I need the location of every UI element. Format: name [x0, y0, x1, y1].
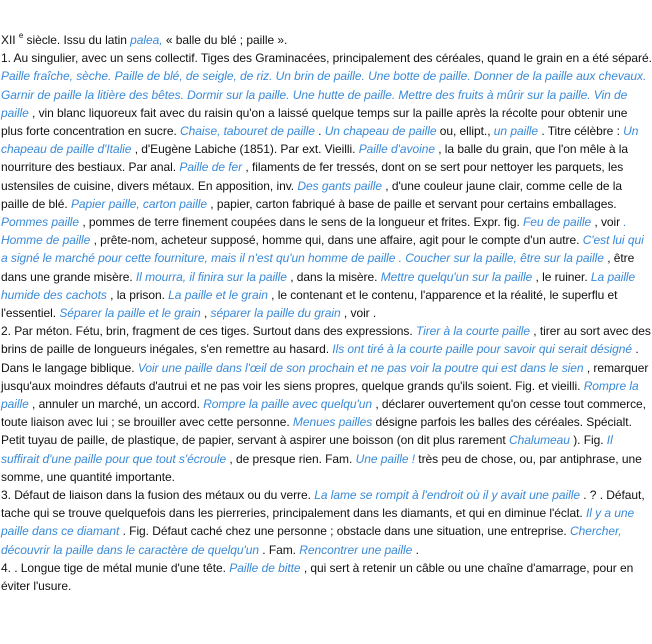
example-link[interactable]: Feu de paille: [523, 215, 592, 230]
definition-text: XII: [1, 33, 19, 47]
example-link[interactable]: Tirer à la courte paille: [415, 324, 531, 339]
definition-text: , déclarer ouvertement qu'on cesse tout …: [1, 397, 646, 430]
definition-text: 2. Par méton. Fétu, brin, fragment de ce…: [1, 324, 416, 339]
definition-text: , papier, carton fabriqué à base de pail…: [206, 196, 617, 211]
example-link[interactable]: séparer la paille du grain: [210, 306, 341, 321]
example-link[interactable]: Un chapeau de paille d'Italie: [1, 124, 639, 157]
example-link[interactable]: Il suffirait d'une paille pour que tout …: [1, 433, 613, 466]
definition-text: , prête-nom, acheteur supposé, homme qui…: [90, 233, 583, 248]
definition-text: , le ruiner.: [532, 269, 591, 284]
paragraph-sense-3: 3. Défaut de liaison dans la fusion des …: [1, 486, 652, 559]
definition-text: , de presque rien. Fam.: [226, 451, 356, 466]
definition-text: , le contenant et le contenu, l'apparenc…: [1, 287, 618, 321]
example-link[interactable]: Paille fraîche, sèche. Paille de blé, de…: [1, 69, 647, 120]
superscript: e: [18, 31, 24, 40]
definition-text: , tirer au sort avec des brins de paille…: [1, 324, 651, 357]
definition-text: , dans la misère.: [286, 269, 381, 284]
example-link[interactable]: Des gants paille: [297, 178, 382, 193]
definition-text: . Fig. Défaut caché chez une personne ; …: [119, 524, 570, 539]
example-link[interactable]: Pommes paille: [1, 215, 80, 230]
definition-text: siècle. Issu du latin: [23, 33, 131, 47]
example-link[interactable]: Rompre la paille avec quelqu'un: [203, 397, 373, 412]
example-link[interactable]: Une paille !: [355, 451, 416, 466]
definition-text: , remarquer jusqu'aux moindres défauts d…: [1, 360, 649, 393]
definition-text: , pommes de terre finement coupées dans …: [79, 215, 524, 230]
definition-text: « balle du blé ; paille ».: [162, 33, 288, 47]
paragraph-sense-4: 4. . Longue tige de métal munie d'une tê…: [1, 559, 652, 595]
definition-text: , annuler un marché, un accord.: [28, 397, 204, 412]
example-link[interactable]: La paille humide des cachots: [1, 269, 636, 302]
definition-text: . Fam.: [258, 542, 300, 557]
example-link[interactable]: Rompre la paille: [1, 378, 639, 412]
paragraph-sense-2: 2. Par méton. Fétu, brin, fragment de ce…: [1, 322, 652, 486]
definition-text: . ? . Défaut, tache qui se trouve quelqu…: [1, 488, 645, 521]
definition-text: . Titre célèbre :: [538, 124, 624, 139]
example-link[interactable]: Chercher, découvrir la paille dans le ca…: [1, 524, 622, 557]
definition-text: , qui sert à retenir un câble ou une cha…: [1, 560, 634, 594]
definition-text: , d'une couleur jaune clair, comme celle…: [1, 178, 623, 211]
example-link[interactable]: Paille d'avoine: [358, 142, 435, 157]
definition-text: , la balle du grain, que l'on mêle à la …: [1, 142, 629, 175]
example-link[interactable]: Séparer la paille et le grain: [59, 306, 201, 321]
example-link[interactable]: Papier paille, carton paille: [70, 196, 207, 211]
dictionary-entry: XII e siècle. Issu du latin palea, « bal…: [1, 31, 652, 595]
example-link[interactable]: C'est lui qui a signé le marché pour cet…: [1, 233, 644, 266]
example-link[interactable]: Un chapeau de paille: [324, 124, 437, 139]
example-link[interactable]: Paille de fer: [179, 160, 243, 175]
definition-text: .: [412, 542, 419, 557]
definition-text: 4. . Longue tige de métal munie d'une tê…: [1, 560, 230, 575]
definition-text: ou, ellipt.,: [436, 124, 494, 139]
example-link[interactable]: La lame se rompit à l'endroit où il y av…: [314, 488, 580, 503]
paragraph-sense-1: 1. Au singulier, avec un sens collectif.…: [1, 49, 652, 322]
example-link[interactable]: Il y a une paille dans ce diamant: [1, 506, 635, 539]
definition-text: , d'Eugène Labiche (1851). Par ext. Viei…: [131, 142, 359, 157]
definition-text: , voir: [591, 215, 624, 230]
definition-text: . Dans le langage biblique.: [1, 342, 639, 375]
definition-text: , voir .: [340, 306, 377, 321]
example-link[interactable]: Ils ont tiré à la courte paille pour sav…: [332, 342, 633, 357]
example-link[interactable]: Chalumeau: [508, 433, 570, 448]
example-link[interactable]: Il mourra, il finira sur la paille: [135, 269, 287, 284]
definition-text: , vin blanc liquoreux fait avec du raisi…: [1, 105, 628, 139]
example-link[interactable]: . Homme de paille: [1, 215, 627, 248]
definition-text: désigne parfois les balles des céréales.…: [1, 415, 632, 448]
definition-text: , être dans une grande misère.: [1, 251, 635, 284]
definition-text: très peu de chose, ou, par antiphrase, u…: [1, 451, 642, 484]
definition-text: ). Fig.: [569, 433, 607, 448]
definition-text: 3. Défaut de liaison dans la fusion des …: [1, 488, 315, 503]
example-link[interactable]: Voir une paille dans l'œil de son procha…: [137, 360, 584, 375]
definition-text: , la prison.: [106, 287, 169, 302]
example-link[interactable]: palea,: [130, 33, 163, 47]
definition-text: , filaments de fer tressés, dont on se s…: [1, 160, 624, 193]
definition-text: ,: [200, 306, 211, 321]
example-link[interactable]: Chaise, tabouret de paille: [180, 124, 315, 139]
definition-text: 1. Au singulier, avec un sens collectif.…: [1, 51, 652, 66]
definition-text: .: [314, 124, 325, 139]
example-link[interactable]: . Coucher sur la paille, être sur la pai…: [398, 251, 604, 266]
example-link[interactable]: Paille de bitte: [229, 560, 301, 575]
example-link[interactable]: Menues pailles: [292, 415, 373, 430]
example-link[interactable]: Mettre quelqu'un sur la paille: [380, 269, 533, 284]
example-link[interactable]: Rencontrer une paille: [299, 542, 413, 557]
example-link[interactable]: un paille: [493, 124, 539, 139]
paragraph-etymology: XII e siècle. Issu du latin palea, « bal…: [1, 31, 652, 49]
example-link[interactable]: La paille et le grain: [168, 287, 268, 302]
